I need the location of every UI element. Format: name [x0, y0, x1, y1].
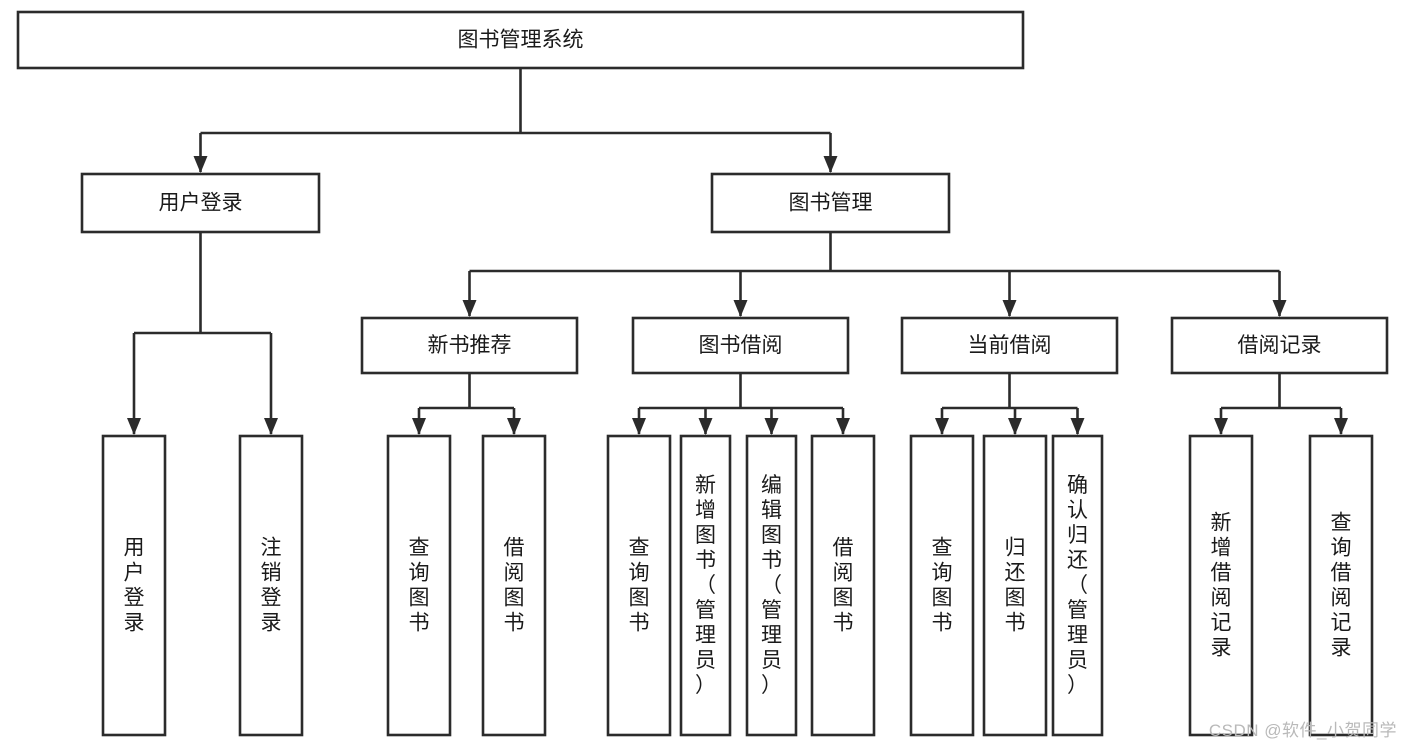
node-label: 新书推荐: [428, 334, 512, 357]
arrow-head-icon: [1214, 418, 1228, 435]
node-label: 借阅记录: [1238, 334, 1322, 357]
node-label: 确认归还（管理员）: [1067, 474, 1088, 697]
arrow-head-icon: [1008, 418, 1022, 435]
arrow-head-icon: [632, 418, 646, 435]
node-box[interactable]: [101, 434, 167, 737]
node-leaf-edit-book[interactable]: 编辑图书（管理员）: [745, 434, 798, 737]
node-label: 查询图书: [629, 537, 650, 635]
arrow-head-icon: [1334, 418, 1348, 435]
node-label: 图书管理系统: [458, 29, 584, 52]
node-layer: 图书管理系统用户登录图书管理新书推荐图书借阅当前借阅借阅记录用户登录注销登录查询…: [16, 10, 1389, 737]
node-root-root[interactable]: 图书管理系统: [16, 10, 1025, 70]
node-leaf-query-book-borrow[interactable]: 查询图书: [606, 434, 672, 737]
node-box[interactable]: [1170, 316, 1389, 375]
node-label: 查询图书: [409, 537, 430, 635]
node-leaf-add-book[interactable]: 新增图书（管理员）: [679, 434, 732, 737]
node-box[interactable]: [1051, 434, 1104, 737]
node-leaf-borrow-book[interactable]: 借阅图书: [810, 434, 876, 737]
arrow-head-icon: [935, 418, 949, 435]
connector-layer: [127, 68, 1348, 435]
node-box[interactable]: [360, 316, 579, 375]
node-box[interactable]: [909, 434, 975, 737]
arrow-head-icon: [698, 418, 713, 435]
node-label: 查询借阅记录: [1331, 512, 1352, 660]
arrow-head-icon: [193, 156, 208, 173]
node-label: 归还图书: [1005, 537, 1026, 635]
arrow-head-icon: [1070, 418, 1085, 435]
node-box[interactable]: [810, 434, 876, 737]
node-box[interactable]: [900, 316, 1119, 375]
node-box[interactable]: [606, 434, 672, 737]
node-label: 用户登录: [124, 537, 145, 635]
node-leaf-borrow-book-rec[interactable]: 借阅图书: [481, 434, 547, 737]
node-label: 编辑图书（管理员）: [761, 474, 782, 697]
node-label: 借阅图书: [504, 537, 525, 635]
node-box[interactable]: [679, 434, 732, 737]
arrow-head-icon: [462, 300, 477, 317]
node-box[interactable]: [481, 434, 547, 737]
node-label: 借阅图书: [833, 537, 854, 635]
node-box[interactable]: [16, 10, 1025, 70]
arrow-head-icon: [733, 300, 748, 317]
arrow-head-icon: [1002, 300, 1017, 317]
node-box[interactable]: [1188, 434, 1254, 737]
arrow-head-icon: [127, 418, 141, 435]
node-leaf-query-book-rec[interactable]: 查询图书: [386, 434, 452, 737]
node-book-manage[interactable]: 图书管理: [710, 172, 951, 234]
node-box[interactable]: [710, 172, 951, 234]
arrow-head-icon: [823, 156, 838, 173]
node-leaf-confirm-return[interactable]: 确认归还（管理员）: [1051, 434, 1104, 737]
node-label: 当前借阅: [968, 334, 1052, 357]
arrow-head-icon: [412, 418, 426, 435]
node-book-borrow[interactable]: 图书借阅: [631, 316, 850, 375]
node-box[interactable]: [982, 434, 1048, 737]
node-leaf-query-record[interactable]: 查询借阅记录: [1308, 434, 1374, 737]
node-label: 注销登录: [261, 537, 282, 635]
node-label: 查询图书: [932, 537, 953, 635]
node-user-login[interactable]: 用户登录: [80, 172, 321, 234]
arrow-head-icon: [1272, 300, 1287, 317]
node-box[interactable]: [1308, 434, 1374, 737]
node-box[interactable]: [386, 434, 452, 737]
arrow-head-icon: [264, 418, 278, 435]
node-leaf-add-record[interactable]: 新增借阅记录: [1188, 434, 1254, 737]
node-borrow-record[interactable]: 借阅记录: [1170, 316, 1389, 375]
node-leaf-query-book-cur[interactable]: 查询图书: [909, 434, 975, 737]
node-box[interactable]: [238, 434, 304, 737]
arrow-head-icon: [764, 418, 779, 435]
node-leaf-return-book[interactable]: 归还图书: [982, 434, 1048, 737]
node-label: 用户登录: [159, 192, 243, 215]
node-label: 新增图书（管理员）: [695, 474, 716, 697]
node-box[interactable]: [80, 172, 321, 234]
node-label: 图书管理: [789, 192, 873, 215]
node-label: 新增借阅记录: [1211, 512, 1232, 660]
node-box[interactable]: [745, 434, 798, 737]
node-box[interactable]: [631, 316, 850, 375]
node-new-book-rec[interactable]: 新书推荐: [360, 316, 579, 375]
arrow-head-icon: [507, 418, 521, 435]
node-label: 图书借阅: [699, 334, 783, 357]
watermark: CSDN @软件_小贺同学: [1208, 721, 1397, 740]
node-leaf-logout[interactable]: 注销登录: [238, 434, 304, 737]
node-leaf-user-login[interactable]: 用户登录: [101, 434, 167, 737]
node-current-borrow[interactable]: 当前借阅: [900, 316, 1119, 375]
arrow-head-icon: [836, 418, 850, 435]
